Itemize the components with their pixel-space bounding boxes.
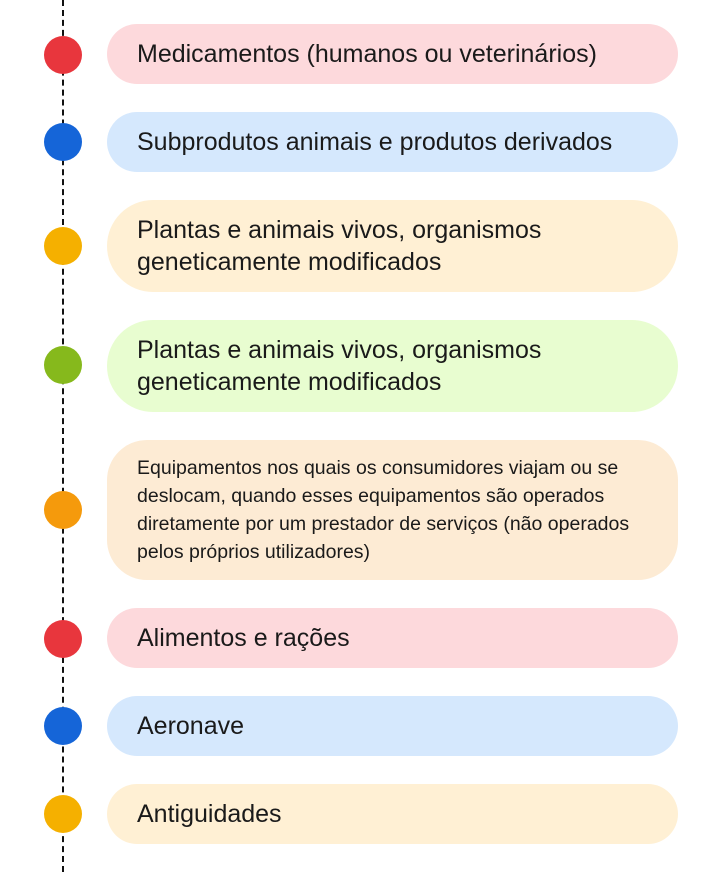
timeline-dot-4 bbox=[44, 491, 82, 529]
timeline-dot-5 bbox=[44, 620, 82, 658]
timeline-item-7: Antiguidades bbox=[107, 784, 678, 844]
timeline-item-2: Plantas e animais vivos, organismos gene… bbox=[107, 200, 678, 292]
timeline-dashed-line bbox=[62, 0, 64, 872]
timeline-dot-2 bbox=[44, 227, 82, 265]
timeline-item-label-0: Medicamentos (humanos ou veterinários) bbox=[137, 40, 597, 68]
timeline-item-label-3: Plantas e animais vivos, organismos gene… bbox=[137, 336, 542, 396]
timeline-dot-6 bbox=[44, 707, 82, 745]
timeline-item-label-6: Aeronave bbox=[137, 712, 245, 740]
timeline-item-1: Subprodutos animais e produtos derivados bbox=[107, 112, 678, 172]
timeline-item-6: Aeronave bbox=[107, 696, 678, 756]
timeline-item-3: Plantas e animais vivos, organismos gene… bbox=[107, 320, 678, 412]
timeline-dot-7 bbox=[44, 795, 82, 833]
timeline-dot-1 bbox=[44, 123, 82, 161]
timeline-item-label-7: Antiguidades bbox=[137, 800, 282, 828]
timeline-item-label-4: Equipamentos nos quais os consumidores v… bbox=[137, 457, 630, 563]
timeline-item-label-1: Subprodutos animais e produtos derivados bbox=[137, 128, 613, 156]
timeline-item-4: Equipamentos nos quais os consumidores v… bbox=[107, 440, 678, 580]
timeline-item-0: Medicamentos (humanos ou veterinários) bbox=[107, 24, 678, 84]
timeline-dot-3 bbox=[44, 346, 82, 384]
timeline-item-label-2: Plantas e animais vivos, organismos gene… bbox=[137, 216, 542, 276]
timeline-item-label-5: Alimentos e rações bbox=[137, 624, 350, 652]
timeline-dot-0 bbox=[44, 36, 82, 74]
timeline-item-5: Alimentos e rações bbox=[107, 608, 678, 668]
